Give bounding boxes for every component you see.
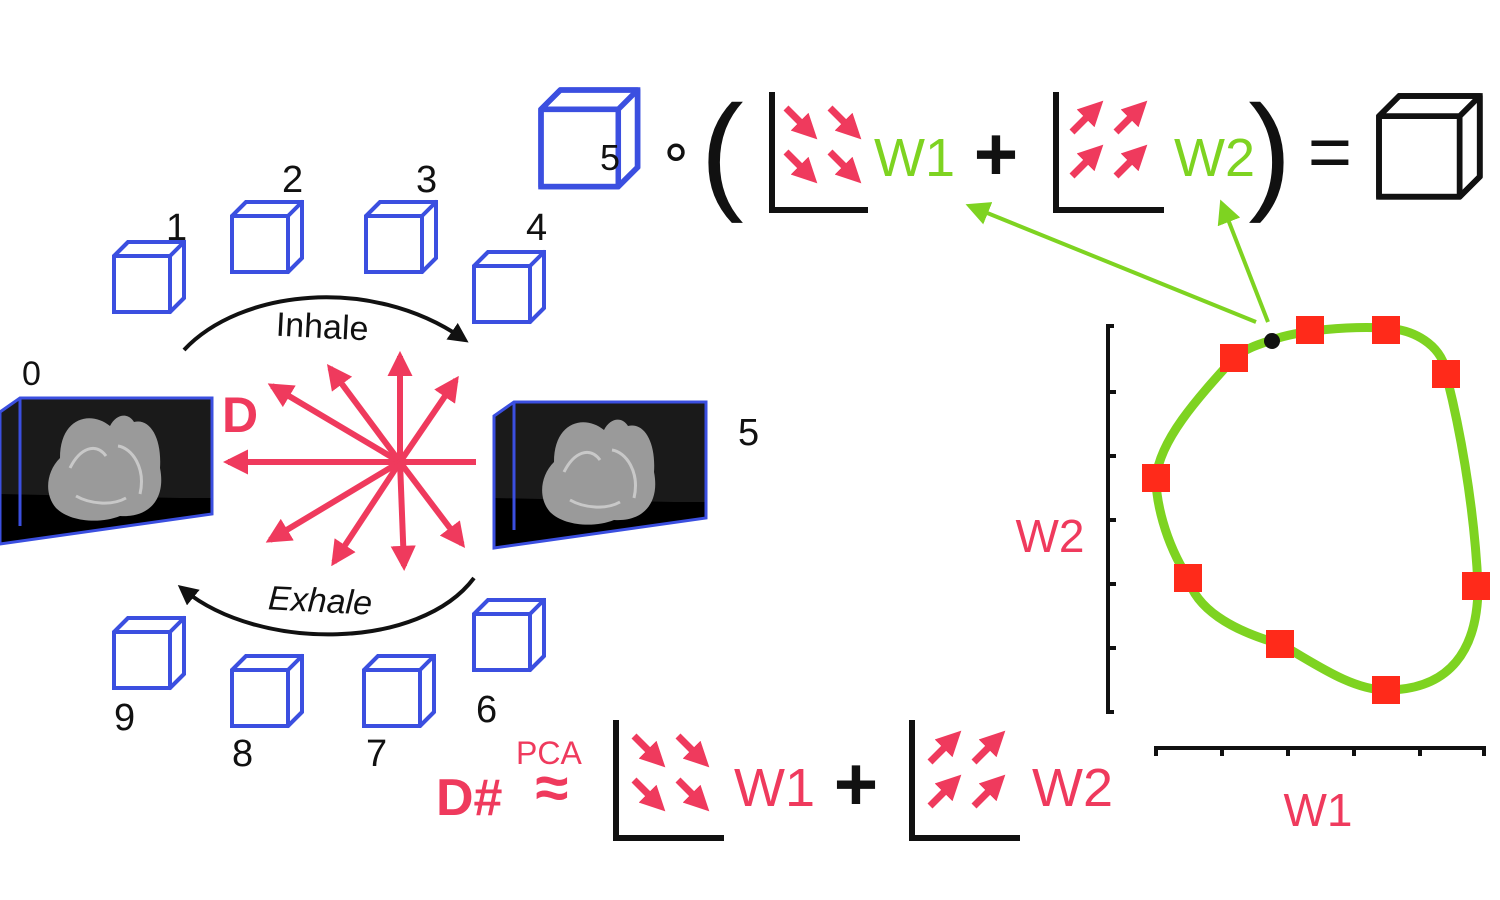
phase-cube-9 <box>112 616 186 690</box>
plus-bottom: + <box>834 742 878 827</box>
displacement-starburst <box>222 350 476 572</box>
weight-w2-top: W2 <box>1174 128 1255 188</box>
inhale-label: Inhale <box>275 306 370 349</box>
exhale-arc-arrow <box>177 576 476 637</box>
close-paren: ) <box>1248 78 1291 224</box>
phase-cube-3 <box>364 200 438 274</box>
weight-w1-top: W1 <box>874 128 955 188</box>
displacement-label: D <box>222 387 258 443</box>
pca-lhs: D# <box>436 769 503 827</box>
inhale-arc-arrow <box>182 295 469 352</box>
phase-label-0: 0 <box>22 355 41 393</box>
lung-volume-phase-5 <box>492 400 708 550</box>
open-paren: ( <box>700 78 743 224</box>
phase-label-3: 3 <box>416 159 437 201</box>
phase-cube-1 <box>112 240 186 314</box>
phase-cube-8 <box>230 654 304 728</box>
breathing-trajectory <box>1151 323 1483 695</box>
phase-label-4: 4 <box>526 207 547 249</box>
equals-sign: = <box>1308 110 1352 195</box>
phase-cube-4 <box>472 250 546 324</box>
phase-markers <box>1142 316 1490 704</box>
equation-phase-cube <box>541 90 638 187</box>
phase-label-6: 6 <box>476 689 497 731</box>
weight-w1-bottom: W1 <box>734 758 815 818</box>
basis-field-w1-bottom <box>613 720 724 841</box>
pointer-arrow-w2 <box>1217 199 1270 323</box>
phase-cube-2 <box>230 200 304 274</box>
basis-field-w1-top <box>769 92 868 213</box>
plus-top: + <box>974 112 1018 197</box>
phase-cube-6 <box>472 598 546 672</box>
phase-label-8: 8 <box>232 733 253 775</box>
compose-operator: ∘ <box>658 119 693 182</box>
plot-x-label: W1 <box>1284 784 1353 836</box>
phase-label-9: 9 <box>114 697 135 739</box>
phase-cube-7 <box>362 654 436 728</box>
exhale-label: Exhale <box>267 579 373 622</box>
approx-sign: ≈ <box>536 754 569 821</box>
result-cube <box>1379 96 1480 197</box>
plot-axes <box>1106 324 1486 756</box>
basis-field-w2-top <box>1053 92 1164 213</box>
weight-w2-bottom: W2 <box>1032 758 1113 818</box>
plot-y-label: W2 <box>1016 510 1085 562</box>
pointer-arrow-w1 <box>965 202 1257 324</box>
pca-label: PCA <box>516 735 582 771</box>
phase-label-1: 1 <box>166 207 187 249</box>
lung-volume-phase-0 <box>0 396 214 546</box>
phase-label-2: 2 <box>282 159 303 201</box>
equation-phase-label: 5 <box>600 137 620 178</box>
current-state-dot <box>1264 333 1280 349</box>
phase-label-7: 7 <box>366 733 387 775</box>
basis-field-w2-bottom <box>909 720 1020 841</box>
phase-label-5: 5 <box>738 412 759 454</box>
